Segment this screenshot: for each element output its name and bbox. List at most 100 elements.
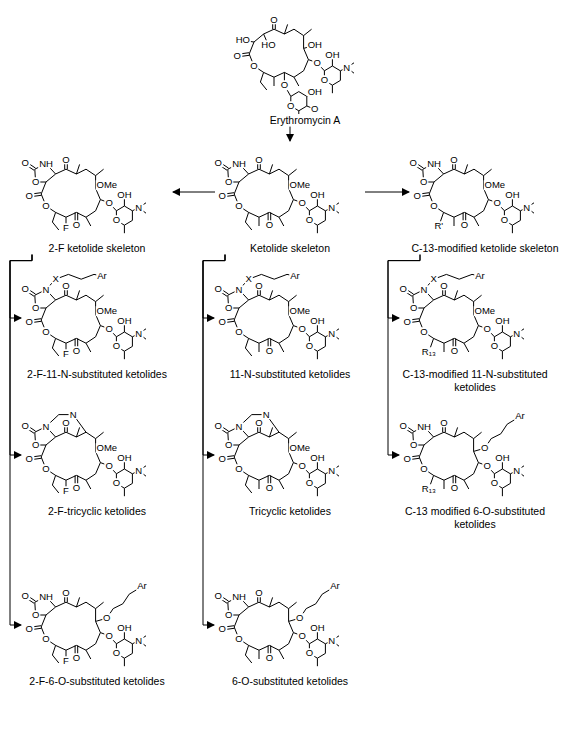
bond-line <box>269 290 272 300</box>
bond-line <box>124 488 125 496</box>
atom-label: O <box>217 454 226 464</box>
bond-line <box>289 200 294 211</box>
atom-label: OH <box>504 190 520 200</box>
atom-label: F <box>62 486 70 496</box>
bond-line <box>274 72 284 77</box>
structure-box: OOONHOOOMeOOHNOOR'C-13-modified ketolide… <box>410 142 560 255</box>
atom-label: O <box>305 216 314 226</box>
atom-label: O <box>450 483 459 493</box>
bond-line <box>502 469 510 474</box>
atom-label: O <box>295 613 304 623</box>
atom-label: F <box>62 223 70 233</box>
atom-label: O <box>265 483 274 493</box>
bond-line <box>484 169 492 175</box>
bond-line <box>259 480 260 489</box>
bond-line <box>317 332 325 337</box>
atom-label: O <box>41 201 50 211</box>
reaction-arrow <box>173 192 215 193</box>
bond-line <box>96 295 104 301</box>
bond-line <box>464 474 474 480</box>
bond-line <box>113 604 123 609</box>
atom-label: O <box>265 653 274 663</box>
atom-label: N <box>134 203 143 213</box>
bond-line <box>454 169 464 174</box>
reaction-arrow <box>10 255 32 455</box>
bond-line <box>444 169 454 174</box>
bond-line <box>76 164 79 174</box>
bond-line <box>124 206 132 211</box>
bond-line <box>86 602 96 608</box>
atom-label: O <box>224 303 233 313</box>
bond-line <box>289 451 294 462</box>
bond-line <box>86 650 91 659</box>
atom-label: OH <box>116 316 132 326</box>
atom-label: OH <box>116 190 132 200</box>
atom-label: O <box>398 284 407 294</box>
bond-line <box>464 164 467 174</box>
structure-name: C-13-modified 11-N-substituted ketolides <box>400 368 550 393</box>
bond-line <box>289 188 294 199</box>
bond-line <box>317 488 318 496</box>
bond-line <box>124 332 132 337</box>
bond-line <box>41 308 46 320</box>
atom-label: O <box>449 155 458 165</box>
atom-label: O <box>492 198 501 208</box>
atom-label: O <box>61 281 70 291</box>
atom-label: O <box>249 61 258 71</box>
atom-label: O <box>265 220 274 230</box>
bond-line <box>317 220 325 225</box>
bond-line <box>473 439 474 452</box>
bond-line <box>454 217 455 226</box>
atom-label: OH <box>309 623 325 633</box>
bond-line <box>289 621 294 632</box>
bond-line <box>502 483 510 488</box>
bond-line <box>41 182 46 194</box>
bond-line <box>46 607 56 615</box>
bond-line <box>66 295 76 300</box>
bond-line <box>306 604 316 609</box>
atom-label: O <box>102 613 111 623</box>
bond-line <box>76 427 79 437</box>
atom-label: O <box>112 216 121 226</box>
bond-line <box>317 346 325 351</box>
bond-line <box>96 169 104 175</box>
bond-line <box>324 66 332 71</box>
atom-label: OMe <box>96 443 119 453</box>
bond-line <box>234 182 239 194</box>
atom-label: OMe <box>96 306 119 316</box>
bond-line <box>303 36 304 49</box>
bond-line <box>325 644 326 654</box>
bond-line <box>279 650 284 659</box>
atom-label: OH <box>494 453 510 463</box>
atom-label: O <box>439 418 448 428</box>
bond-line <box>124 346 132 351</box>
bond-line <box>269 597 272 607</box>
bond-line <box>317 225 318 233</box>
bond-line <box>234 308 239 320</box>
atom-label: OH <box>116 623 132 633</box>
bond-line <box>132 644 133 654</box>
bond-line <box>245 475 248 485</box>
atom-label: O <box>482 461 491 471</box>
bond-line <box>512 206 520 211</box>
structure-name: 2-F-11-N-substituted ketolides <box>22 368 172 381</box>
atom-label: O <box>409 303 418 313</box>
atom-label: O <box>254 281 263 291</box>
bond-line <box>325 211 326 221</box>
molecule-drawing <box>215 268 365 368</box>
atom-label: O <box>41 327 50 337</box>
bond-line <box>269 427 272 437</box>
atom-label: O <box>254 588 263 598</box>
bond-line <box>56 602 66 607</box>
bond-line <box>289 463 294 474</box>
atom-label: O <box>419 177 428 187</box>
structure-name: 2-F-6-O-substituted ketolides <box>22 675 172 688</box>
reaction-arrow <box>10 255 32 625</box>
bond-line <box>249 338 259 343</box>
atom-label: O <box>112 342 121 352</box>
atom-label: NH <box>231 592 247 602</box>
structure-box: OOONOOOMeOOHNOOXArR₁₃C-13-modified 11-N-… <box>400 268 550 393</box>
atom-label: N <box>522 203 531 213</box>
atom-label: O <box>112 479 121 489</box>
bond-line <box>289 295 297 301</box>
